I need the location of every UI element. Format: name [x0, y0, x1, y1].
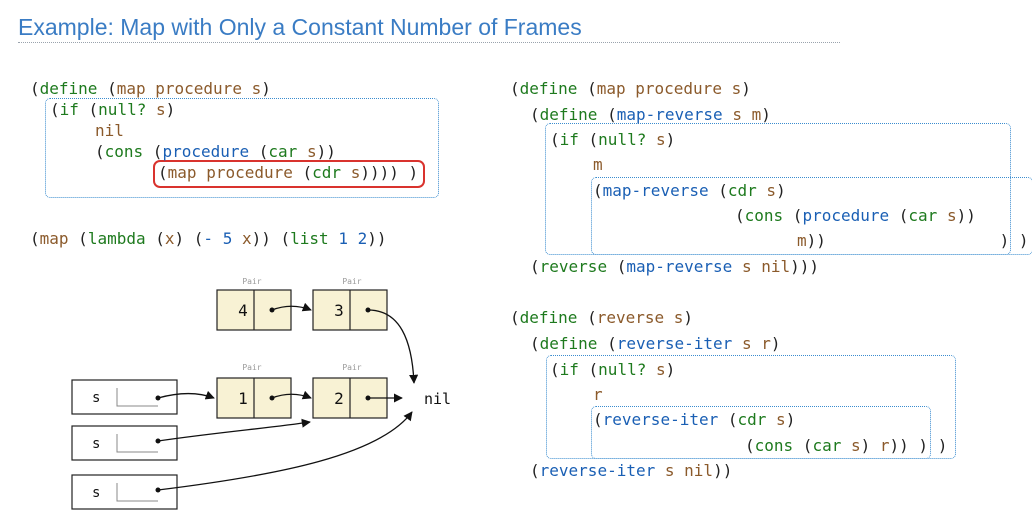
right1-code-line-5: (map-reverse (cdr s) — [593, 181, 786, 200]
pair-box-1: 1 — [216, 377, 292, 419]
pointer-arrows — [155, 302, 419, 493]
frame-box-2: s — [71, 425, 178, 461]
right2-code-line-3: (if (null? s) — [550, 360, 676, 379]
pair-label: Pair — [242, 277, 261, 286]
pair-box-4: 4 — [216, 289, 292, 331]
pair-label: Pair — [342, 277, 361, 286]
right1-code-line-7: m)) — [797, 231, 826, 250]
frame-variable-s: s — [92, 485, 100, 501]
pair-car-value: 3 — [334, 301, 344, 320]
reverse-iter-call-box — [591, 406, 931, 459]
title-divider — [18, 42, 840, 43]
frame-box-3: s — [71, 474, 178, 510]
recursive-call-highlight — [153, 160, 425, 188]
if-expression-box — [45, 98, 439, 198]
frame-variable-s: s — [92, 436, 100, 452]
pair-car-value: 4 — [238, 301, 248, 320]
nil-label: nil — [424, 390, 451, 408]
pair-car-value: 1 — [238, 389, 248, 408]
right2-code-line-5: (reverse-iter (cdr s) — [593, 410, 796, 429]
right2-code-line-6: (cons (car s) r)) ) ) — [745, 436, 948, 455]
right1-closing-parens: ) ) — [990, 231, 1029, 250]
left-code-line-2: (if (null? s) — [50, 100, 176, 119]
right2-code-line-4: r — [593, 385, 603, 404]
right1-code-line-1: (define (map procedure s) — [510, 79, 751, 98]
left-code-line-4: (cons (procedure (car s)) — [95, 142, 336, 161]
right1-code-line-2: (define (map-reverse s m) — [530, 105, 771, 124]
slide-title: Example: Map with Only a Constant Number… — [18, 14, 582, 40]
right2-code-line-1: (define (reverse s) — [510, 308, 694, 327]
right1-code-line-3: (if (null? s) — [550, 130, 676, 149]
left-code-line-3: nil — [95, 121, 124, 140]
map-reverse-call-box — [591, 177, 1032, 255]
pair-box-3: 3 — [312, 289, 388, 331]
pair-car-value: 2 — [334, 389, 344, 408]
left-code-line-5: (map procedure (cdr s)))) ) — [158, 163, 419, 182]
right1-code-line-6: (cons (procedure (car s)) — [735, 206, 976, 225]
left-code-line-1: (define (map procedure s) — [30, 79, 271, 98]
pair-label: Pair — [242, 363, 261, 372]
right1-code-line-8: (reverse (map-reverse s nil))) — [530, 257, 820, 276]
right1-code-line-4: m — [593, 155, 603, 174]
map-call-expression: (map (lambda (x) (- 5 x)) (list 1 2)) — [30, 229, 387, 248]
right2-code-line-2: (define (reverse-iter s r) — [530, 334, 781, 353]
frame-variable-s: s — [92, 390, 100, 406]
right2-code-line-7: (reverse-iter s nil)) — [530, 461, 733, 480]
pair-label: Pair — [342, 363, 361, 372]
